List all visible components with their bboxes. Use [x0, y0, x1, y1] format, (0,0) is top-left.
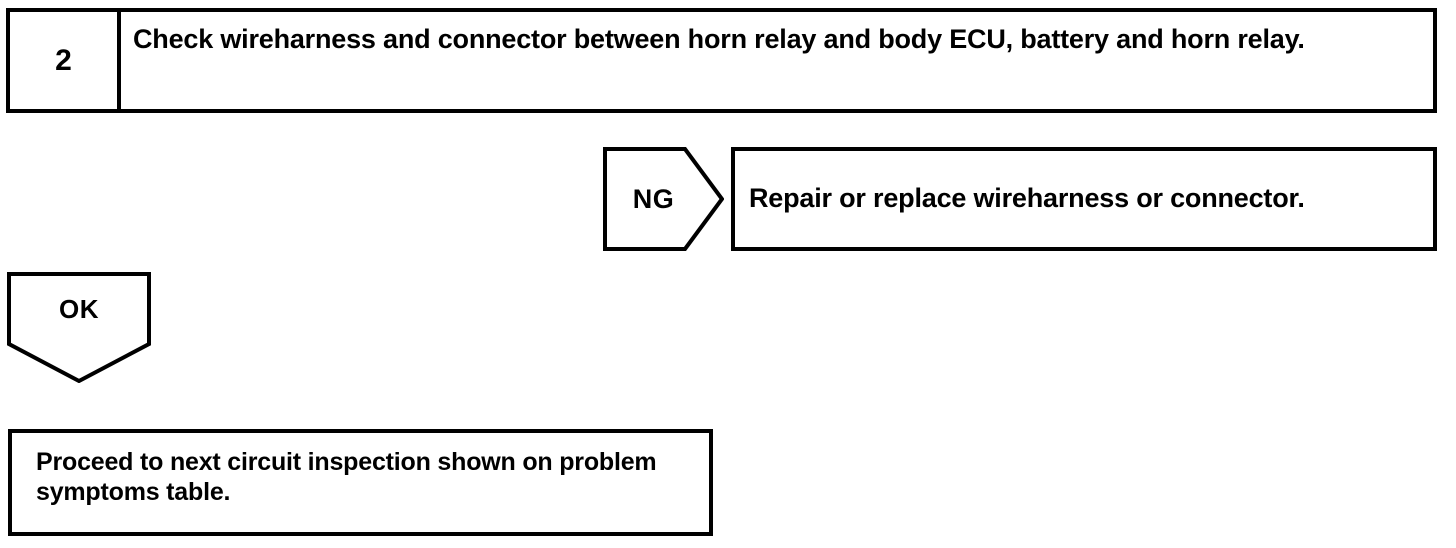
step-number: 2	[55, 43, 72, 77]
step-instruction-cell: Check wireharness and connector between …	[121, 12, 1433, 109]
ok-outcome-text: Proceed to next circuit inspection shown…	[36, 448, 657, 506]
ok-arrow-shape	[7, 272, 151, 383]
ok-branch-label: OK	[59, 293, 99, 324]
ng-branch-arrow: NG	[603, 147, 724, 251]
ok-outcome-box: Proceed to next circuit inspection shown…	[8, 429, 713, 536]
ng-arrow-shape	[603, 147, 724, 251]
ng-outcome-text: Repair or replace wireharness or connect…	[749, 183, 1305, 214]
ok-branch-arrow: OK	[7, 272, 151, 383]
step-instruction-text: Check wireharness and connector between …	[133, 24, 1305, 54]
step-row: 2 Check wireharness and connector betwee…	[6, 8, 1437, 113]
ng-branch-label: NG	[632, 183, 675, 214]
step-number-cell: 2	[10, 12, 121, 109]
ng-outcome-box: Repair or replace wireharness or connect…	[731, 147, 1437, 251]
